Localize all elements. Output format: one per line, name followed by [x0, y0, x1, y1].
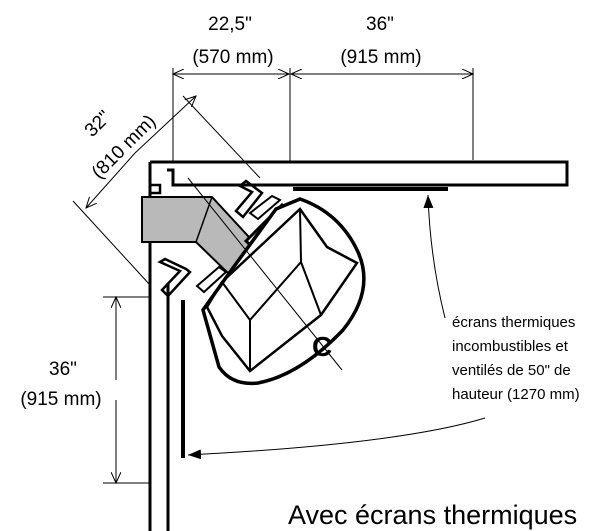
- top-dimension-lines: [173, 68, 473, 162]
- heat-shield-note-line4: hauteur (1270 mm): [452, 386, 580, 403]
- heat-shield-note-line2: incombustibles et: [452, 338, 569, 355]
- diagonal-dimension-lines: [72, 96, 261, 286]
- corner-shield-mid-a: [248, 194, 282, 221]
- dim-top-right-inches: 36": [366, 14, 394, 35]
- centre-line: [187, 177, 343, 371]
- heat-shield-note-line1: écrans thermiques: [452, 314, 575, 331]
- dim-left-mm: (915 mm): [20, 389, 101, 410]
- left-wall-step: [150, 183, 162, 195]
- fireplace-shell: [201, 197, 366, 386]
- fireplace-unit: [187, 177, 366, 386]
- dim-top-left-mm: (570 mm): [192, 47, 273, 68]
- top-wall: [150, 160, 569, 187]
- dim-left-inches: 36": [49, 359, 77, 380]
- caption: Avec écrans thermiques: [288, 500, 577, 530]
- heat-shields: [157, 179, 448, 458]
- left-dimension-lines: [103, 297, 150, 483]
- dim-diagonal-inches: 32": [81, 107, 116, 142]
- dim-top-left-inches: 22,5": [208, 14, 252, 35]
- heat-shield-callout-lines: [187, 194, 486, 460]
- corner-shield-lower: [157, 257, 192, 298]
- center-mark: C: [312, 331, 332, 362]
- dim-top-right-mm: (915 mm): [340, 47, 421, 68]
- heat-shield-note-line3: ventilés de 50" de: [452, 362, 571, 379]
- corner-shield-upper: [234, 179, 264, 219]
